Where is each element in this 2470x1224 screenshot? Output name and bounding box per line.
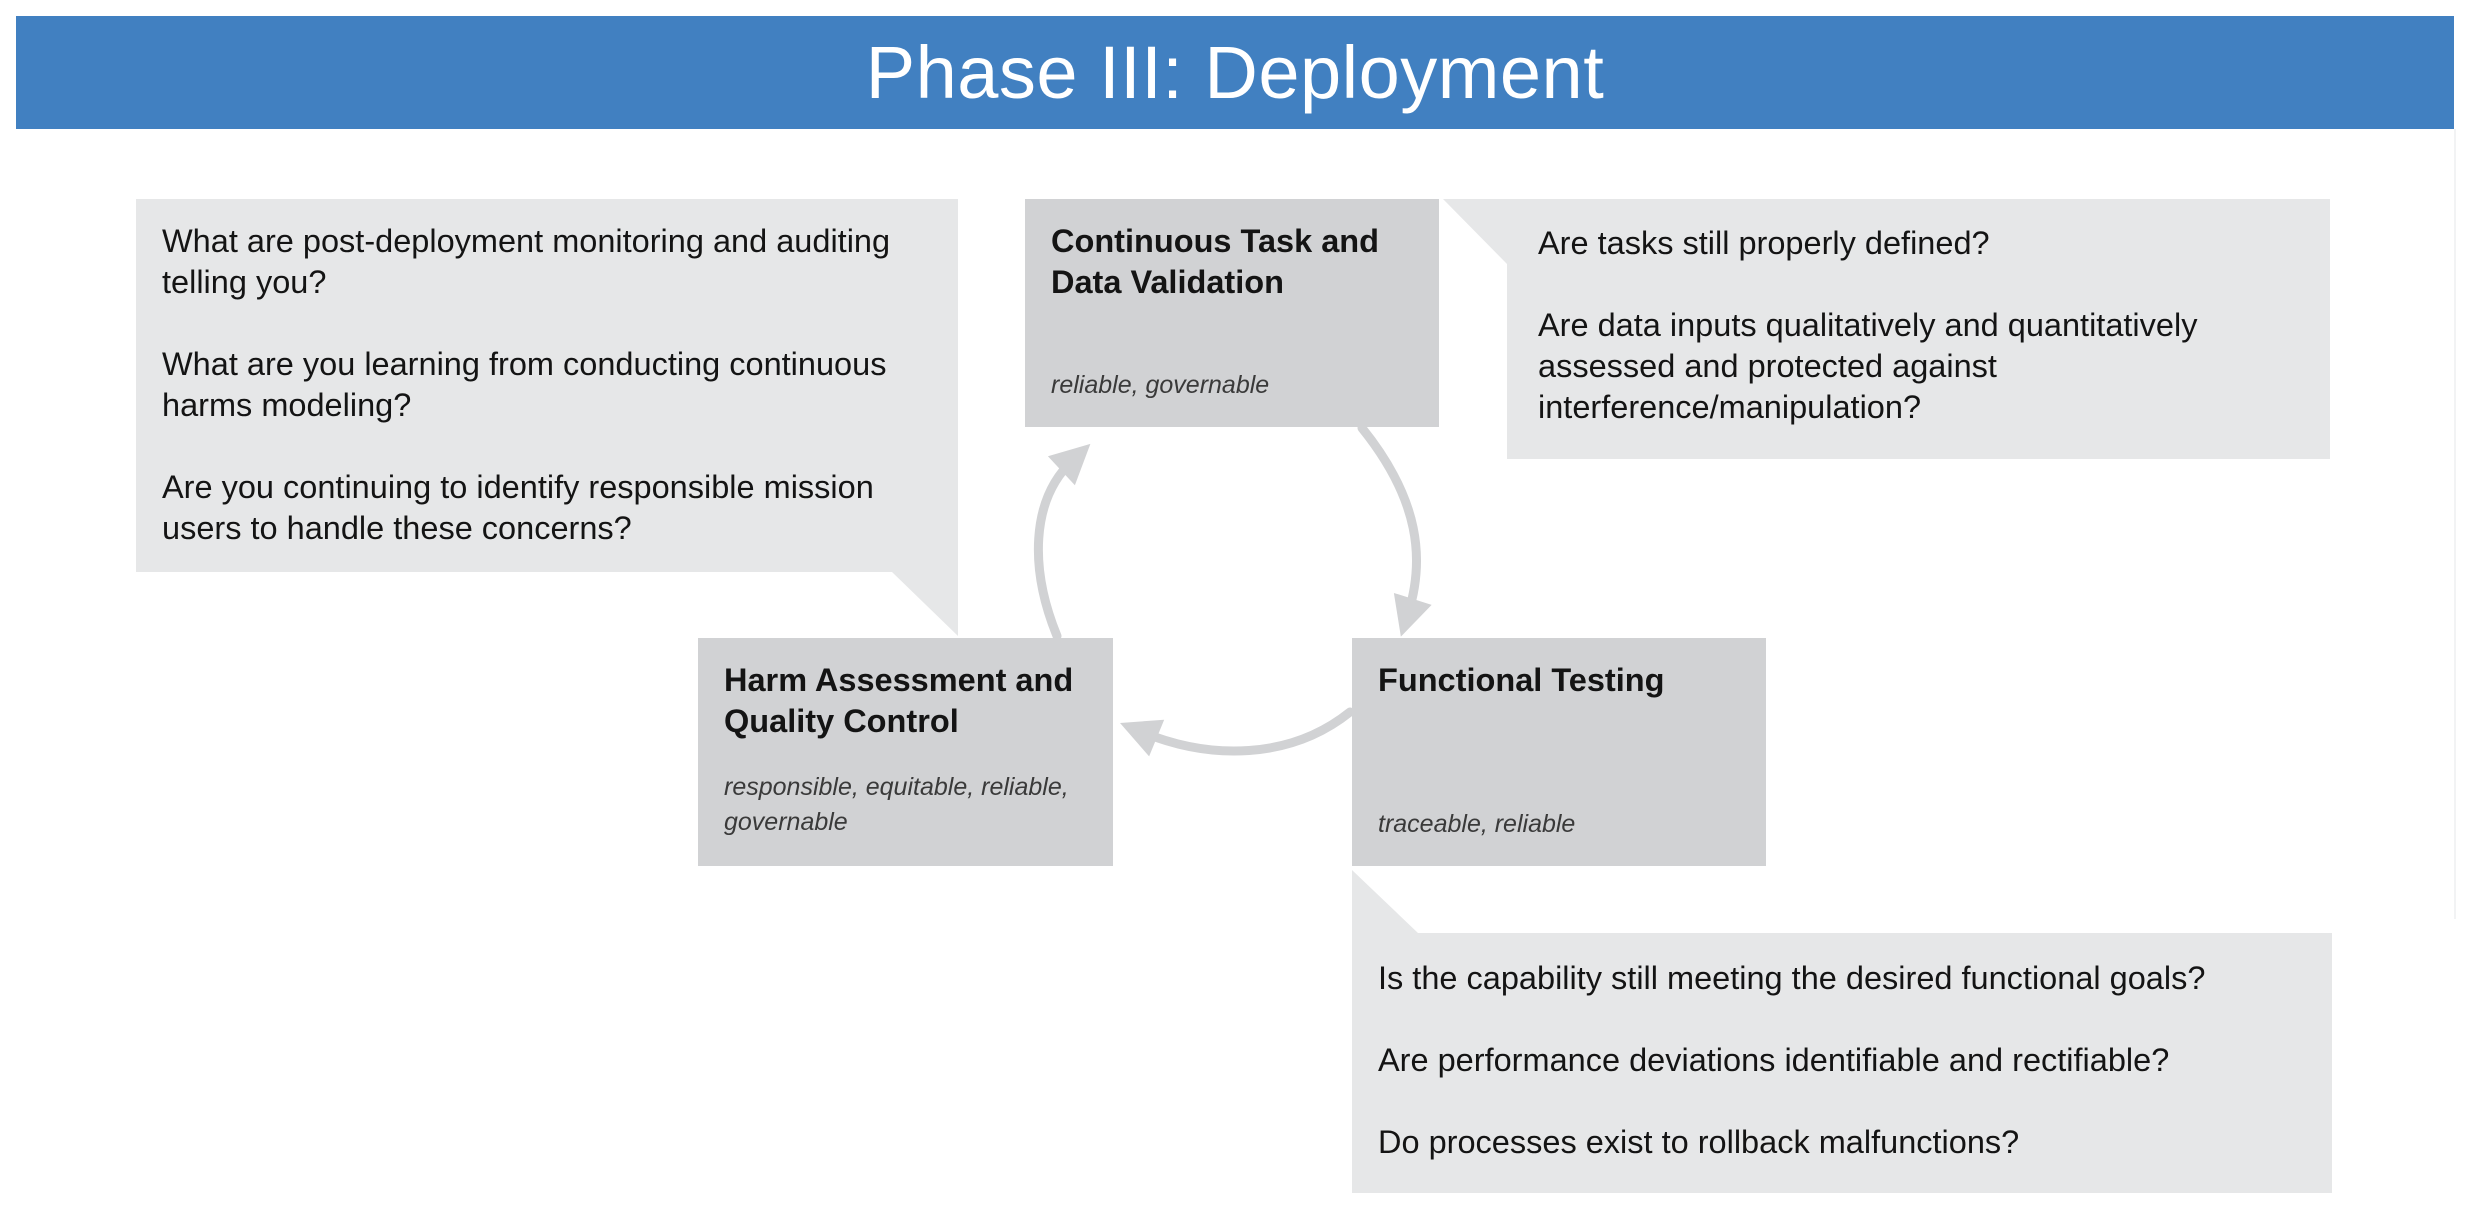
stage-data-validation: Continuous Task and Data Validation reli… (1025, 199, 1439, 427)
stage-title-line: Functional Testing (1378, 662, 1665, 698)
stage-tags: responsible, equitable, reliable, govern… (724, 770, 1069, 840)
question: Are tasks still properly defined? (1538, 223, 2318, 264)
stage-tags-line: responsible, equitable, reliable, (724, 773, 1069, 801)
callout-harm-questions: What are post-deployment monitoring and … (162, 221, 952, 549)
stage-title-line: Harm Assessment and (724, 662, 1074, 698)
callout-testing-background (1352, 870, 2332, 1193)
stage-title-line: Continuous Task and (1051, 223, 1380, 259)
question-line: Are performance deviations identifiable … (1378, 1042, 2170, 1078)
stage-title-line: Quality Control (724, 703, 959, 739)
question: Is the capability still meeting the desi… (1378, 958, 2318, 999)
question-line: assessed and protected against (1538, 348, 1997, 384)
stage-tags: traceable, reliable (1378, 810, 1576, 838)
stage-title-line: Data Validation (1051, 264, 1284, 300)
title-banner: Phase III: Deployment (16, 16, 2454, 129)
stage-tags-line: governable (724, 808, 848, 836)
stage-title: Harm Assessment and Quality Control (724, 660, 1087, 742)
question-line: Is the capability still meeting the desi… (1378, 960, 2206, 996)
stage-title: Continuous Task and Data Validation (1051, 221, 1413, 303)
question-line: Do processes exist to rollback malfuncti… (1378, 1124, 2020, 1160)
question: What are you learning from conducting co… (162, 344, 952, 426)
cycle-arrow-testing-to-harm (1120, 707, 1355, 757)
question: Do processes exist to rollback malfuncti… (1378, 1122, 2318, 1163)
cycle-arrow-validation-to-testing (1357, 423, 1432, 637)
question: Are performance deviations identifiable … (1378, 1040, 2318, 1081)
question-line: Are tasks still properly defined? (1538, 225, 1990, 261)
question-line: Are you continuing to identify responsib… (162, 469, 874, 505)
page-title: Phase III: Deployment (865, 30, 1605, 114)
callout-harm-background (136, 199, 958, 636)
stage-functional-testing: Functional Testing traceable, reliable (1352, 638, 1766, 866)
question-line: users to handle these concerns? (162, 510, 632, 546)
stage-harm-assessment: Harm Assessment and Quality Control resp… (698, 638, 1113, 866)
callout-validation-questions: Are tasks still properly defined? Are da… (1538, 223, 2318, 428)
question-line: interference/manipulation? (1538, 389, 1922, 425)
callout-testing-questions: Is the capability still meeting the desi… (1378, 958, 2318, 1163)
stage-tags: reliable, governable (1051, 371, 1270, 399)
stage-title: Functional Testing (1378, 660, 1740, 701)
question-line: telling you? (162, 264, 327, 300)
callout-validation-background (1443, 199, 2330, 459)
question: Are you continuing to identify responsib… (162, 467, 952, 549)
question-line: What are post-deployment monitoring and … (162, 223, 891, 259)
question-line: harms modeling? (162, 387, 412, 423)
question-line: What are you learning from conducting co… (162, 346, 887, 382)
cycle-arrow-harm-to-validation (1033, 443, 1091, 641)
question-line: Are data inputs qualitatively and quanti… (1538, 307, 2198, 343)
page-edge-divider (2454, 129, 2456, 919)
question: Are data inputs qualitatively and quanti… (1538, 305, 2318, 428)
question: What are post-deployment monitoring and … (162, 221, 952, 303)
